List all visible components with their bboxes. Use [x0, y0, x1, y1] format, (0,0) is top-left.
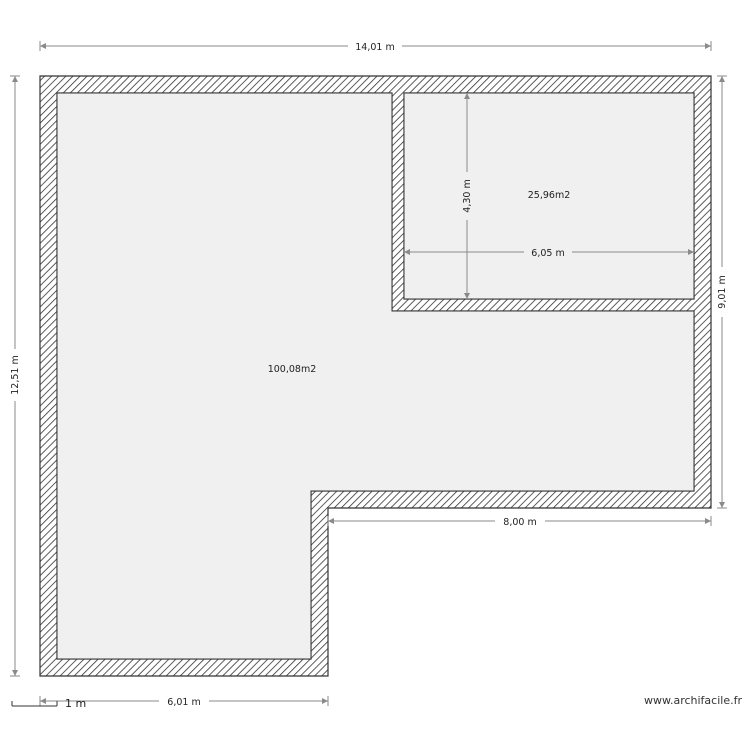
area-main: 100,08m2: [268, 364, 317, 375]
scale-bar: 1 m: [11, 697, 86, 710]
dim-room-width: 6,05 m: [531, 248, 564, 259]
dim-notch-width: 8,00 m: [503, 517, 536, 528]
watermark: www.archifacile.fr: [643, 694, 742, 707]
dim-bottom-width: 6,01 m: [167, 697, 200, 708]
scale-label: 1 m: [65, 697, 86, 710]
dim-right-height: 9,01 m: [717, 275, 728, 308]
dim-top-width: 14,01 m: [355, 42, 394, 53]
main-floor: [56, 92, 695, 660]
dim-room-height: 4,30 m: [462, 179, 473, 212]
dim-left-height: 12,51 m: [10, 355, 21, 394]
room-floor: [403, 92, 695, 300]
area-room: 25,96m2: [528, 190, 571, 201]
